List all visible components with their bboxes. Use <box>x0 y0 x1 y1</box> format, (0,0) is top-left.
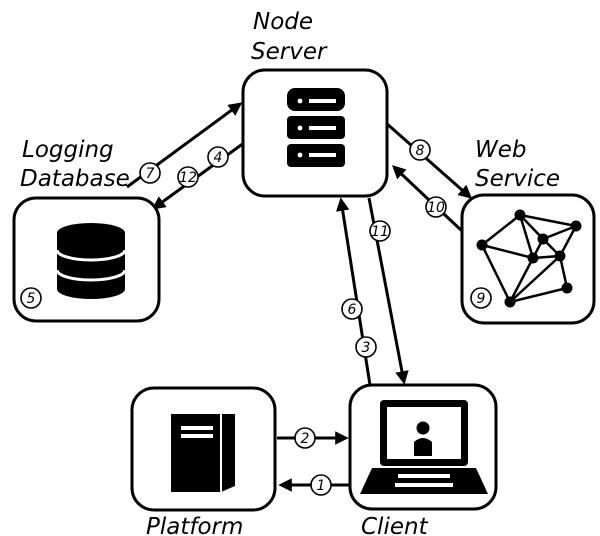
step-badge-4 <box>207 146 229 168</box>
step-badge-8 <box>409 139 431 161</box>
step-label-12: 12 <box>179 170 197 186</box>
network-graph-icon <box>476 209 582 308</box>
step-label-11: 11 <box>371 224 389 240</box>
arrow-webservice-to-server <box>392 165 464 233</box>
step-label-10: 10 <box>427 200 445 216</box>
step-label-1: 1 <box>317 478 326 494</box>
step-label-4: 4 <box>214 150 223 166</box>
step-label-7: 7 <box>146 166 155 182</box>
logging-database-label-line1: Logging <box>22 137 114 163</box>
step-label-5: 5 <box>27 291 36 307</box>
step-badge-11 <box>369 220 391 242</box>
logging-database: Logging Database 5 <box>12 137 161 323</box>
step-label-9: 9 <box>477 291 486 307</box>
platform: Platform <box>130 386 277 536</box>
step-badge-3 <box>355 336 377 358</box>
step-badge-9 <box>470 287 492 309</box>
step-badge-2 <box>294 427 316 449</box>
database-cylinder-icon <box>55 223 127 299</box>
client-label: Client <box>361 514 429 536</box>
step-label-3: 3 <box>362 340 371 356</box>
platform-label: Platform <box>146 514 243 536</box>
web-service: Web Service <box>460 137 596 325</box>
step-badge-5 <box>20 287 42 309</box>
node-server-label-line2: Server <box>251 39 328 65</box>
web-service-label-line1: Web <box>475 137 527 163</box>
step-badges: 7 12 4 8 10 11 6 3 2 1 <box>139 139 447 496</box>
step-badge-1 <box>310 474 332 496</box>
step-label-2: 2 <box>301 431 310 447</box>
client: Client <box>348 383 498 536</box>
web-service-label-line2: Service <box>475 166 560 192</box>
logging-database-label-line2: Database <box>20 166 130 192</box>
node-server: Node Server <box>241 9 389 198</box>
laptop-user-icon <box>360 400 488 494</box>
step-badge-6 <box>341 298 363 320</box>
server-rack-icon <box>287 88 345 167</box>
tower-pc-icon <box>171 414 235 492</box>
step-badge-12 <box>177 166 199 188</box>
step-badge-10 <box>425 196 447 218</box>
node-server-label-line1: Node <box>253 9 313 35</box>
step-label-8: 8 <box>416 143 425 159</box>
arrow-server-to-webservice <box>385 121 473 199</box>
step-badge-7 <box>139 162 161 184</box>
arrow-server-to-db <box>151 133 256 210</box>
step-label-6: 6 <box>348 302 357 318</box>
